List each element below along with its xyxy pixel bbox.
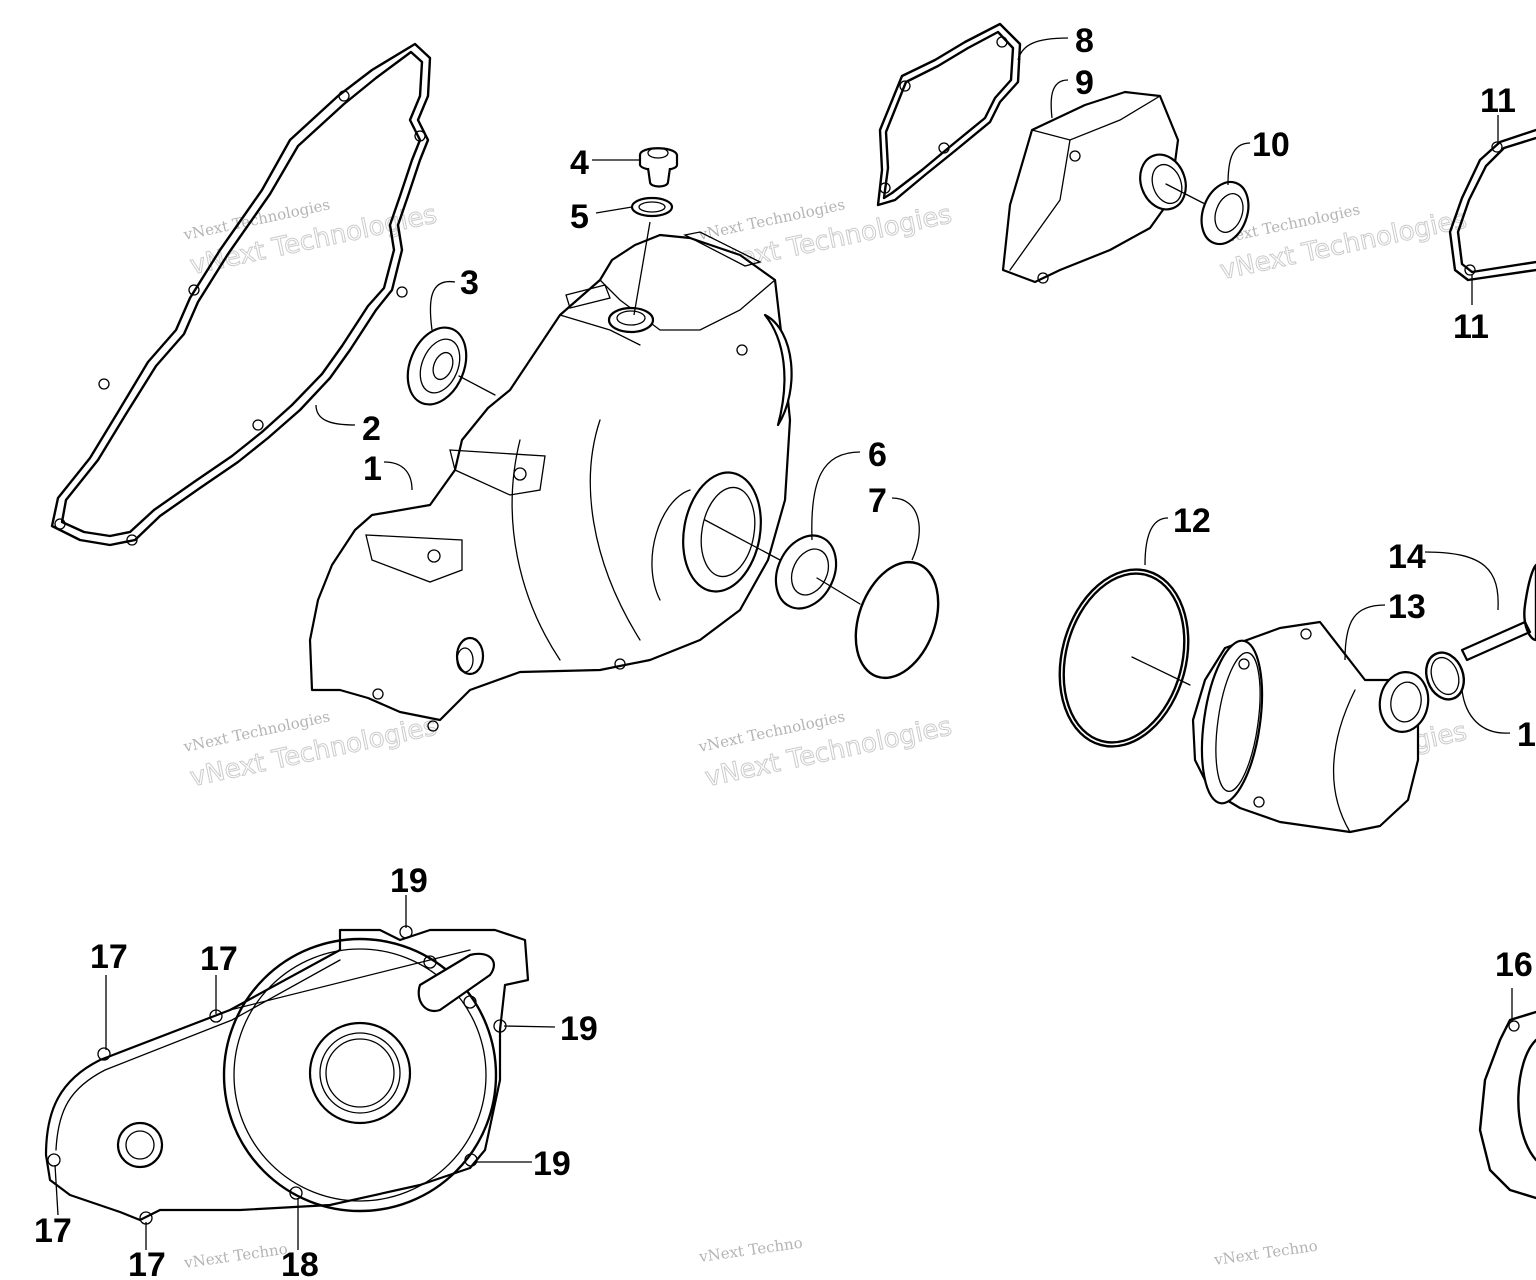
callout-3: 3 — [460, 264, 479, 302]
oring-part-15 — [1424, 651, 1466, 701]
callout-18: 18 — [281, 1246, 319, 1280]
watermark-text: vNext Techno — [182, 1240, 289, 1272]
callout-14: 14 — [1388, 538, 1426, 576]
callout-19-top: 19 — [390, 862, 428, 900]
shaft-part-14 — [1460, 563, 1536, 662]
callout-4: 4 — [570, 144, 589, 182]
callout-19-bottom: 19 — [533, 1145, 571, 1183]
callout-11-bottom: 11 — [1453, 308, 1489, 346]
seal-part-6 — [774, 534, 838, 610]
leader-lines — [54, 37, 1513, 1250]
callout-13: 13 — [1388, 588, 1426, 626]
cover-assembly-lower — [44, 925, 530, 1225]
callout-1: 1 — [363, 450, 382, 488]
callout-17-a: 17 — [90, 938, 128, 976]
gasket-part-8 — [876, 22, 1022, 207]
oring-part-12 — [1058, 568, 1190, 748]
callout-15: 1 — [1517, 716, 1536, 754]
assembly-lines — [458, 183, 1206, 686]
plug-part-4 — [638, 147, 679, 188]
cover-part-1 — [308, 231, 793, 732]
gasket-part-2 — [50, 42, 432, 547]
housing-part-13 — [1191, 620, 1430, 834]
callout-16: 16 — [1495, 946, 1533, 984]
callout-17-c: 17 — [34, 1212, 72, 1250]
callout-7: 7 — [868, 482, 887, 520]
callout-11-top: 11 — [1480, 82, 1516, 120]
callouts: 1 2 3 4 5 6 7 8 9 10 11 11 12 13 14 1 16… — [34, 22, 1536, 1280]
watermark-text: vNext Techno — [697, 1234, 804, 1266]
washer-part-5 — [630, 196, 674, 218]
callout-12: 12 — [1173, 502, 1211, 540]
oring-part-7 — [854, 560, 940, 680]
callout-8: 8 — [1075, 22, 1094, 60]
gasket-part-11 — [1448, 128, 1536, 282]
cover-part-9 — [1001, 90, 1187, 284]
callout-5: 5 — [570, 198, 589, 236]
callout-2: 2 — [362, 410, 381, 448]
cover-part-16 — [1478, 1010, 1536, 1200]
callout-9: 9 — [1075, 64, 1094, 102]
callout-19-right: 19 — [560, 1010, 598, 1048]
watermark-text: vNext Techno — [1212, 1237, 1319, 1269]
callout-6: 6 — [868, 436, 887, 474]
callout-17-b: 17 — [200, 940, 238, 978]
callout-10: 10 — [1252, 126, 1290, 164]
bearing-part-3 — [406, 326, 468, 406]
seal-part-10 — [1200, 180, 1250, 246]
callout-17-d: 17 — [128, 1246, 166, 1280]
